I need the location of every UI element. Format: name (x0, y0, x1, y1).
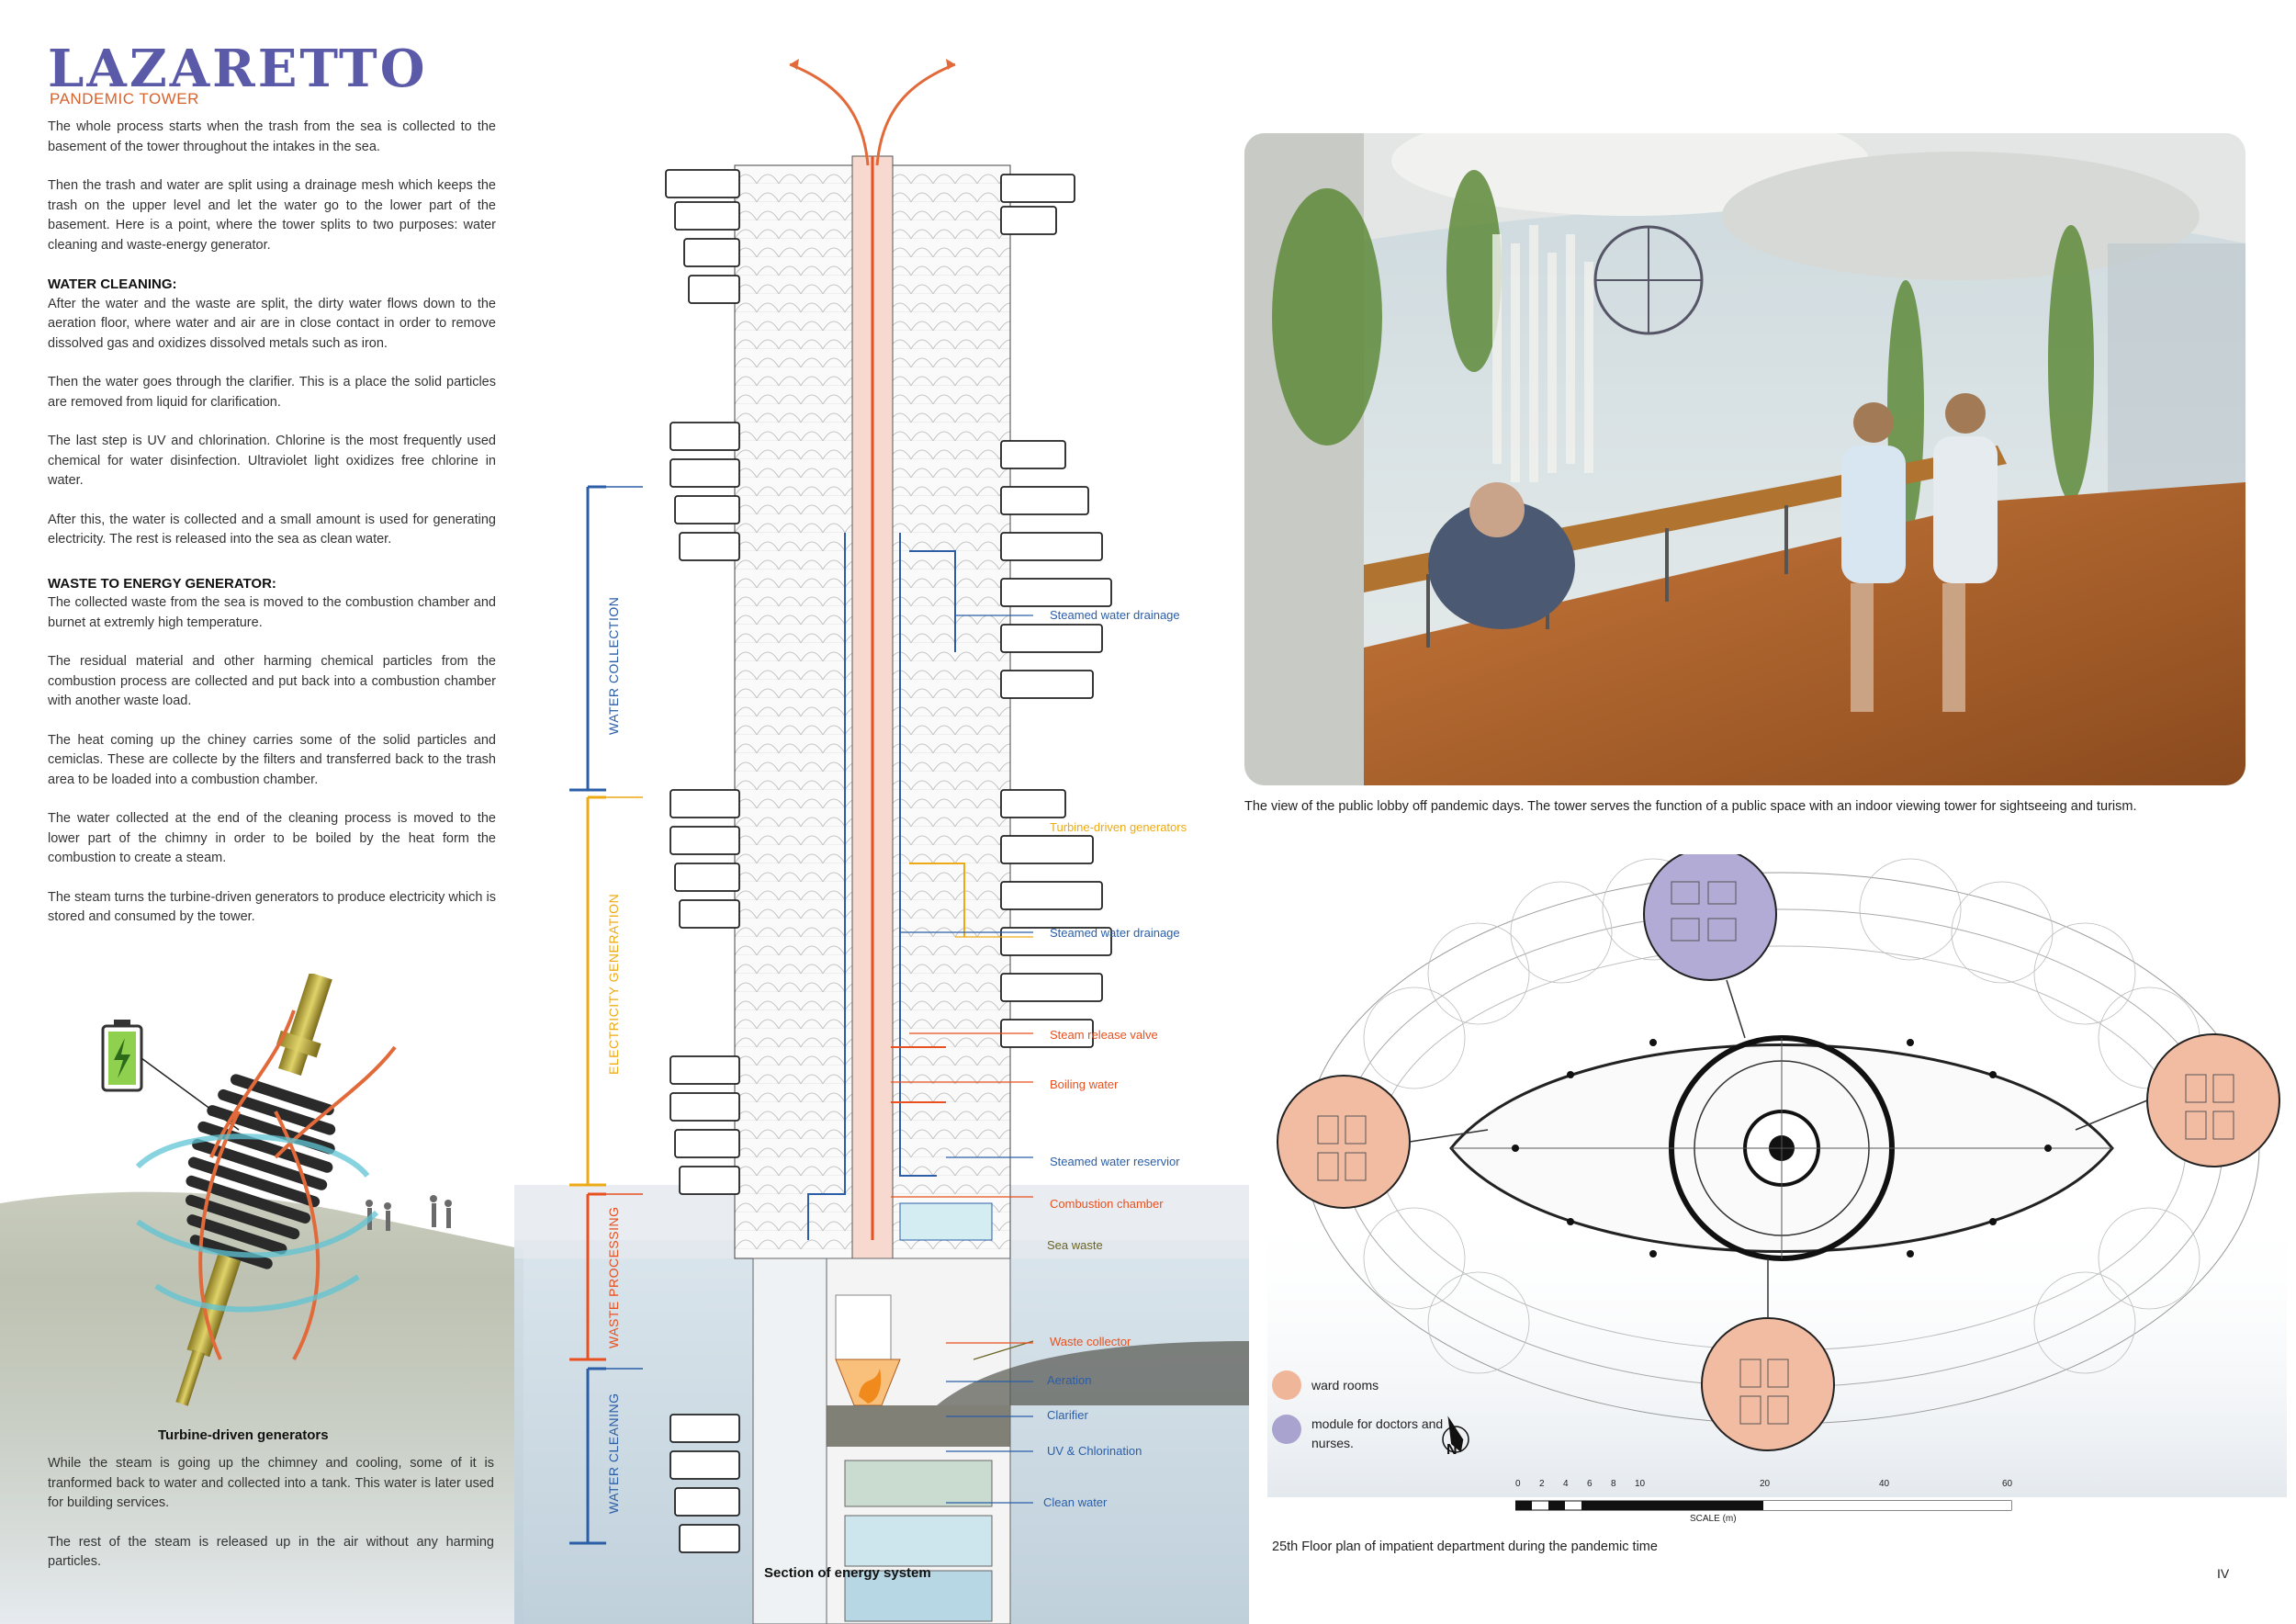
turbine-paragraph: While the steam is going up the chimney … (48, 1456, 494, 1510)
battery-icon (101, 1020, 143, 1092)
label-turbine-generators: Turbine-driven generators (1050, 820, 1187, 834)
label-sea-waste: Sea waste (1047, 1238, 1103, 1252)
scale-tick: 4 (1563, 1479, 1569, 1489)
legend-label-doctors: module for doctors and nurses. (1311, 1416, 1444, 1450)
scale-tick: 40 (1879, 1479, 1890, 1489)
legend-label-ward: ward rooms (1311, 1378, 1379, 1393)
page-title: LAZARETTO (48, 39, 428, 99)
turbine-illustration (0, 974, 523, 1624)
turbine-paragraph: The rest of the steam is released up in … (48, 1534, 494, 1570)
zone-label-electricity-generation: ELECTRICITY GENERATION (606, 893, 621, 1075)
scale-tick: 6 (1587, 1479, 1593, 1489)
scale-tick: 60 (2002, 1479, 2013, 1489)
waste-energy-paragraph: The steam turns the turbine-driven gener… (48, 889, 496, 925)
scale-tick: 20 (1760, 1479, 1771, 1489)
scale-label: SCALE (m) (1690, 1514, 1737, 1524)
legend-swatch-doctors (1272, 1415, 1301, 1444)
intro-paragraph: The whole process starts when the trash … (48, 119, 496, 154)
waste-energy-paragraph: The collected waste from the sea is move… (48, 595, 496, 630)
section-caption: Section of energy system (764, 1565, 931, 1581)
page-number: IV (2217, 1566, 2230, 1581)
water-cleaning-paragraph: After the water and the waste are split,… (48, 296, 496, 351)
turbine-caption: Turbine-driven generators (158, 1427, 329, 1443)
tower-section-diagram (514, 59, 1249, 1624)
water-cleaning-paragraph: The last step is UV and chlorination. Ch… (48, 434, 496, 488)
legend-swatch-ward (1272, 1370, 1301, 1400)
waste-energy-heading: WASTE TO ENERGY GENERATOR: (48, 575, 276, 592)
label-boiling-water: Boiling water (1050, 1077, 1119, 1091)
scale-tick: 2 (1539, 1479, 1545, 1489)
label-clean-water: Clean water (1043, 1495, 1108, 1509)
page-subtitle: PANDEMIC TOWER (50, 90, 199, 107)
label-steamed-water-reservior: Steamed water reservior (1050, 1155, 1180, 1168)
scale-bar-graphic (1515, 1500, 2012, 1511)
scale-tick: 10 (1635, 1479, 1646, 1489)
label-waste-collector: Waste collector (1050, 1335, 1131, 1348)
turbine-text: While the steam is going up the chimney … (48, 1454, 494, 1592)
label-steamed-water-drainage-2: Steamed water drainage (1050, 926, 1180, 940)
north-arrow-icon (1442, 1415, 1469, 1453)
scale-tick: 0 (1515, 1479, 1521, 1489)
label-steam-release-valve: Steam release valve (1050, 1028, 1158, 1042)
floor-plan-drawing (1267, 854, 2287, 1497)
scale-tick: 8 (1611, 1479, 1616, 1489)
waste-energy-paragraph: The residual material and other harming … (48, 654, 496, 708)
label-uv-chlorination: UV & Chlorination (1047, 1444, 1142, 1458)
lobby-render-image (1244, 133, 2245, 785)
intro-text: The whole process starts when the trash … (48, 118, 496, 947)
scale-tick-labels: 0 2 4 6 8 10 20 40 60 (1515, 1479, 2030, 1492)
plan-caption: 25th Floor plan of impatient department … (1272, 1539, 1658, 1554)
water-cleaning-paragraph: Then the water goes through the clarifie… (48, 375, 496, 410)
zone-label-waste-processing: WASTE PROCESSING (606, 1206, 621, 1348)
intro-paragraph: Then the trash and water are split using… (48, 178, 496, 253)
water-cleaning-heading: WATER CLEANING: (48, 276, 177, 292)
water-cleaning-paragraph: After this, the water is collected and a… (48, 512, 496, 547)
waste-energy-paragraph: The heat coming up the chiney carries so… (48, 732, 496, 787)
zone-label-water-collection: WATER COLLECTION (606, 596, 621, 735)
north-label: N (1446, 1442, 1458, 1458)
label-aeration: Aeration (1047, 1373, 1092, 1387)
label-combustion-chamber: Combustion chamber (1050, 1197, 1164, 1211)
label-steamed-water-drainage-1: Steamed water drainage (1050, 608, 1180, 622)
lobby-caption: The view of the public lobby off pandemi… (1244, 799, 2137, 814)
waste-energy-paragraph: The water collected at the end of the cl… (48, 811, 496, 865)
label-clarifier: Clarifier (1047, 1408, 1088, 1422)
zone-label-water-cleaning: WATER CLEANING (606, 1393, 621, 1514)
